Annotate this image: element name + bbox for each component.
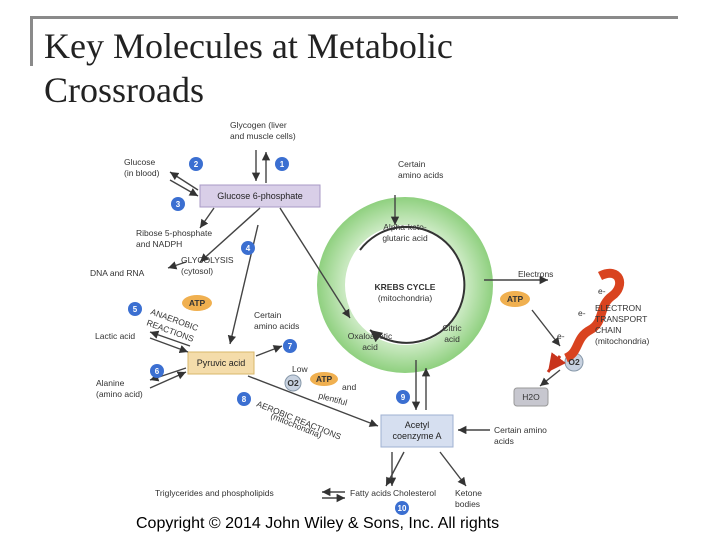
certain-amino-mid-label-1: Certain bbox=[254, 310, 282, 320]
atp-label-mid: ATP bbox=[316, 374, 333, 384]
krebs-label-2: (mitochondria) bbox=[378, 293, 432, 303]
dna-rna-label: DNA and RNA bbox=[90, 268, 145, 278]
oxaloacetic-label-1: Oxaloacetic bbox=[348, 331, 393, 341]
certain-amino-top-label-1: Certain bbox=[398, 159, 426, 169]
glucose6p-label: Glucose 6-phosphate bbox=[217, 191, 303, 201]
o2-circle-mid bbox=[284, 374, 302, 392]
alpha-keto-label-2: glutaric acid bbox=[382, 233, 428, 243]
triglycerides-label: Triglycerides and phospholipids bbox=[155, 488, 274, 498]
citric-label-1: Citric bbox=[442, 323, 462, 333]
e-minus-label-2: e- bbox=[578, 308, 586, 318]
pyruvic-acid-label: Pyruvic acid bbox=[197, 358, 246, 368]
lactic-acid-label: Lactic acid bbox=[95, 331, 135, 341]
atp-oval-left bbox=[182, 295, 212, 311]
title-frame-top bbox=[30, 16, 678, 19]
ribose-label-2: and NADPH bbox=[136, 239, 182, 249]
ketone-label-2: bodies bbox=[455, 499, 480, 509]
h2o-box bbox=[513, 387, 549, 407]
alanine-label-1: Alanine bbox=[96, 378, 125, 388]
step-markers: 1 2 3 4 5 6 7 8 9 10 bbox=[128, 157, 410, 515]
step-6: 6 bbox=[155, 367, 160, 376]
atp-label-left: ATP bbox=[189, 298, 206, 308]
pathway-arrows bbox=[149, 150, 561, 503]
citric-label-2: acid bbox=[444, 334, 460, 344]
etc-label-4: (mitochondria) bbox=[595, 336, 649, 346]
certain-amino-mid-label-2: amino acids bbox=[254, 321, 299, 331]
o2-label-right: O2 bbox=[568, 357, 580, 367]
alpha-keto-label-1: Alpha-keto- bbox=[383, 222, 427, 232]
step-9: 9 bbox=[401, 393, 406, 402]
certain-amino-right-label-1: Certain amino bbox=[494, 425, 547, 435]
page-title: Key Molecules at Metabolic Crossroads bbox=[44, 26, 453, 110]
h2o-label: H2O bbox=[522, 392, 540, 402]
pyruvic-box bbox=[187, 351, 255, 375]
glycogen-label-2: and muscle cells) bbox=[230, 131, 296, 141]
krebs-label-1: KREBS CYCLE bbox=[375, 282, 436, 292]
etc-arrow-down bbox=[546, 352, 566, 373]
etc-label-3: CHAIN bbox=[595, 325, 621, 335]
electron-transport-chain-shape bbox=[563, 269, 625, 363]
krebs-cycle-arrow bbox=[359, 225, 466, 344]
alanine-label-2: (amino acid) bbox=[96, 389, 143, 399]
step-3: 3 bbox=[176, 200, 181, 209]
glucose-label-1: Glucose bbox=[124, 157, 155, 167]
etc-label-2: TRANSPORT bbox=[595, 314, 647, 324]
step-8: 8 bbox=[242, 395, 247, 404]
title-frame-left bbox=[30, 16, 33, 66]
acetyl-box bbox=[380, 414, 454, 448]
step-5: 5 bbox=[133, 305, 138, 314]
e-minus-label-3: e- bbox=[557, 331, 565, 341]
electrons-label: Electrons bbox=[518, 269, 553, 279]
acetyl-label-1: Acetyl bbox=[405, 420, 430, 430]
atp-oval-mid bbox=[310, 372, 338, 386]
glycolysis-label-2: (cytosol) bbox=[181, 266, 213, 276]
o2-label-mid: O2 bbox=[287, 378, 299, 388]
fatty-acids-label: Fatty acids bbox=[350, 488, 391, 498]
copyright-notice: Copyright © 2014 John Wiley & Sons, Inc.… bbox=[136, 515, 500, 532]
atp-oval-right bbox=[500, 291, 530, 307]
step-7: 7 bbox=[288, 342, 293, 351]
and-label: and bbox=[342, 382, 356, 392]
certain-amino-right-label-2: acids bbox=[494, 436, 514, 446]
step-2: 2 bbox=[194, 160, 199, 169]
ketone-label-1: Ketone bbox=[455, 488, 482, 498]
glucose6p-box bbox=[199, 184, 321, 208]
glycolysis-label-1: GLYCOLYSIS bbox=[181, 255, 234, 265]
step-10: 10 bbox=[398, 504, 407, 513]
cholesterol-label: Cholesterol bbox=[393, 488, 436, 498]
certain-amino-top-label-2: amino acids bbox=[398, 170, 443, 180]
glucose-label-2: (in blood) bbox=[124, 168, 160, 178]
ribose-label-1: Ribose 5-phosphate bbox=[136, 228, 212, 238]
krebs-ring-inner bbox=[345, 225, 465, 345]
atp-label-right: ATP bbox=[507, 294, 524, 304]
oxaloacetic-label-2: acid bbox=[362, 342, 378, 352]
step-4: 4 bbox=[246, 244, 251, 253]
e-minus-label-1: e- bbox=[598, 286, 606, 296]
glycogen-label-1: Glycogen (liver bbox=[230, 120, 287, 130]
acetyl-label-2: coenzyme A bbox=[392, 431, 441, 441]
low-label: Low bbox=[292, 364, 308, 374]
etc-label-1: ELECTRON bbox=[595, 303, 641, 313]
step-1: 1 bbox=[280, 160, 285, 169]
